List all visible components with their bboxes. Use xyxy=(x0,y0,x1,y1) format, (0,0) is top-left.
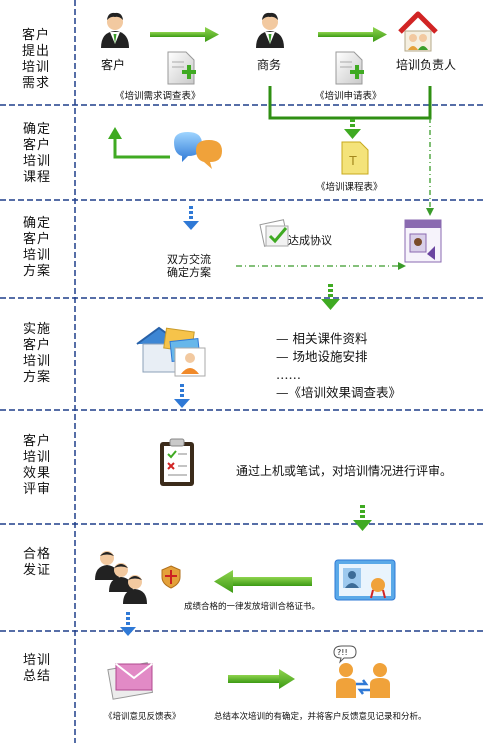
review-clipboard-icon xyxy=(160,438,194,486)
course-table-caption: 《培训课程表》 xyxy=(316,182,383,193)
review-text: 通过上机或笔试，对培训情况进行评审。 xyxy=(236,464,453,478)
discussion-people-icon: ?!! xyxy=(333,645,390,698)
agreement-label: 达成协议 xyxy=(288,234,332,247)
stage-label-6: 合格发证 xyxy=(22,547,51,578)
demand-survey-doc-icon xyxy=(167,51,196,85)
speech-bubbles-icon xyxy=(174,132,222,169)
training-site-icon xyxy=(136,326,206,377)
stage-label-1: 客户提出培训需求 xyxy=(21,28,50,91)
contract-document-icon xyxy=(404,219,442,263)
list-item: — 相关课件资料 xyxy=(276,331,368,346)
stage-label-7: 培训总结 xyxy=(22,653,51,684)
blue-dotted-arrow-summary xyxy=(120,612,136,636)
feedback-envelope-icon xyxy=(107,662,154,700)
certificate-text: 成绩合格的一律发放培训合格证书。 xyxy=(184,602,321,612)
stage-label-2: 确定客户培训课程 xyxy=(22,122,51,185)
arrow-business-to-trainer xyxy=(318,27,387,42)
list-item: — 场地设施安排 xyxy=(276,349,368,364)
customer-person-icon xyxy=(101,12,129,48)
agreement-checklist-icon xyxy=(259,219,289,247)
business-person-icon xyxy=(256,12,284,48)
customer-label: 客户 xyxy=(101,58,126,72)
stage-label-5: 客户培训效果评审 xyxy=(22,434,51,497)
application-caption: 《培训申请表》 xyxy=(315,91,382,102)
blue-dotted-arrow-icon xyxy=(183,206,199,230)
people-group-icon xyxy=(95,551,147,604)
arrow-feedback-to-summary xyxy=(228,669,295,689)
negotiate-label-1: 双方交流 xyxy=(167,253,211,266)
arrow-back-head xyxy=(108,127,122,139)
business-label: 商务 xyxy=(257,58,282,72)
implementation-list: — 相关课件资料 — 场地设施安排 …… —《培训效果调查表》 xyxy=(276,330,401,402)
arrow-cert-to-people xyxy=(214,570,312,593)
merge-connector xyxy=(268,86,432,120)
green-dotted-arrow-cert xyxy=(353,505,372,531)
trainer-label: 培训负责人 xyxy=(396,58,457,72)
list-item: …… xyxy=(276,367,301,382)
blue-dotted-arrow-impl xyxy=(174,384,190,408)
stage-label-4: 实施客户培训方案 xyxy=(22,322,51,385)
negotiate-label-2: 确定方案 xyxy=(167,266,211,279)
list-item: —《培训效果调查表》 xyxy=(276,385,402,400)
green-dotted-arrow-impl xyxy=(321,284,340,310)
summary-text: 总结本次培训的有确定，并将客户反馈意见记录和分析。 xyxy=(214,712,427,722)
application-doc-icon xyxy=(335,51,364,85)
certificate-icon xyxy=(334,559,396,601)
arrow-customer-to-business xyxy=(150,27,219,42)
svg-text:T: T xyxy=(349,153,357,168)
shield-badge-icon xyxy=(161,565,181,589)
dashdot-down-head xyxy=(426,208,434,216)
dashdot-arrow-head xyxy=(398,262,406,270)
stage-label-3: 确定客户培训方案 xyxy=(22,216,51,279)
trainer-house-icon xyxy=(398,11,438,52)
feedback-form-caption: 《培训意见反馈表》 xyxy=(104,712,181,722)
svg-text:?!!: ?!! xyxy=(337,648,348,657)
arrow-back-to-customer xyxy=(113,137,170,159)
dotted-down-arrow-course xyxy=(344,119,361,139)
course-table-doc-icon: T xyxy=(341,141,369,175)
demand-survey-caption: 《培训需求调查表》 xyxy=(115,91,201,102)
